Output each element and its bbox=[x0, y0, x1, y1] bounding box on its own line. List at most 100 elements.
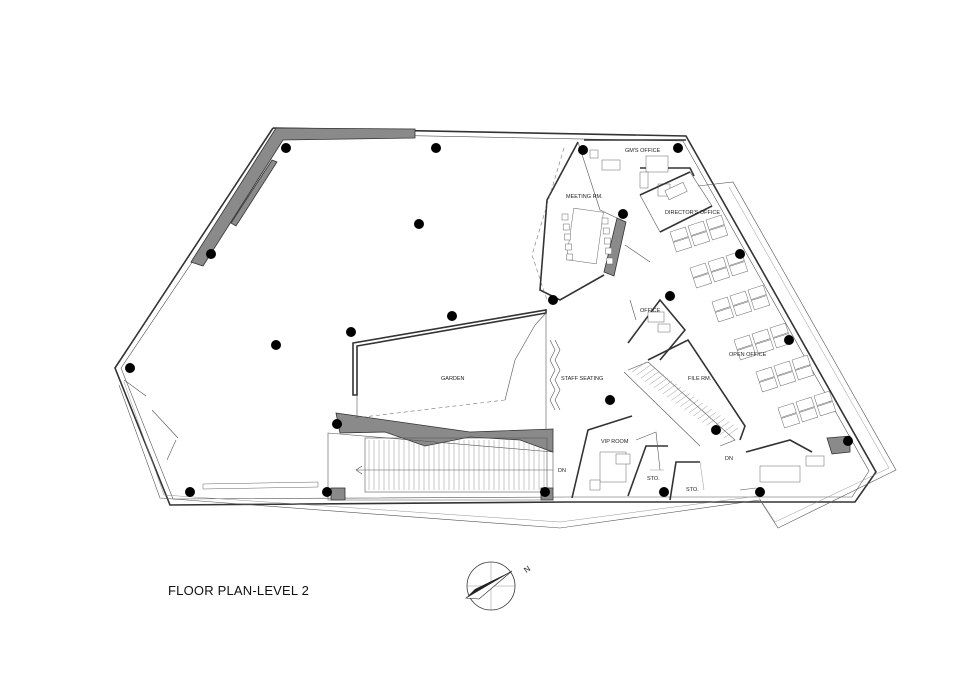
building-outline bbox=[114, 127, 897, 529]
column bbox=[346, 327, 356, 337]
label-vip-room: VIP ROOM bbox=[601, 439, 629, 445]
column bbox=[659, 487, 669, 497]
desk bbox=[795, 365, 815, 381]
column bbox=[578, 145, 588, 155]
drawing-title: FLOOR PLAN-LEVEL 2 bbox=[168, 583, 309, 598]
label-file-room: FILE RM. bbox=[688, 376, 712, 382]
lower-right-workstations bbox=[739, 439, 825, 491]
column bbox=[332, 419, 342, 429]
stair-tread bbox=[684, 399, 699, 410]
meeting-chair bbox=[605, 247, 612, 255]
stair-tread bbox=[649, 374, 664, 385]
desk bbox=[791, 354, 811, 370]
desk bbox=[715, 307, 735, 323]
meeting-chair bbox=[561, 213, 569, 221]
desk bbox=[759, 377, 779, 393]
label-gm-office: GM'S OFFICE bbox=[625, 148, 661, 154]
stair-tread bbox=[719, 424, 734, 436]
small-office-block bbox=[627, 298, 687, 361]
workstation bbox=[795, 396, 819, 423]
west-entrance bbox=[123, 379, 179, 461]
meeting-chair bbox=[601, 217, 609, 225]
stair-tread bbox=[723, 427, 739, 439]
label-office: OFFICE bbox=[640, 308, 660, 314]
desk bbox=[751, 328, 771, 344]
structural-columns bbox=[125, 143, 853, 497]
column bbox=[843, 436, 853, 446]
workstation bbox=[689, 262, 713, 289]
desk bbox=[773, 360, 793, 376]
workstation bbox=[687, 220, 711, 247]
stair-tread bbox=[631, 361, 647, 373]
label-storage-2: STO. bbox=[686, 487, 699, 493]
desk bbox=[733, 334, 753, 350]
column bbox=[540, 487, 550, 497]
meeting-chair bbox=[564, 233, 571, 241]
workstation bbox=[711, 296, 735, 323]
column bbox=[711, 425, 721, 435]
desk bbox=[689, 262, 709, 278]
desk bbox=[769, 322, 789, 338]
stair-tread bbox=[680, 396, 695, 407]
stair-tread bbox=[636, 364, 651, 376]
stair-tread bbox=[658, 380, 673, 392]
workstation bbox=[705, 214, 729, 241]
open-office-desks bbox=[669, 214, 837, 429]
column bbox=[414, 219, 424, 229]
desk bbox=[799, 407, 819, 423]
stair-tread bbox=[645, 371, 660, 382]
meeting-chair bbox=[602, 227, 610, 235]
column bbox=[618, 209, 628, 219]
workstation bbox=[729, 290, 753, 317]
column bbox=[673, 143, 683, 153]
stair-tread bbox=[697, 408, 712, 420]
workstation bbox=[733, 334, 757, 361]
stair-tread bbox=[675, 393, 690, 404]
stair-tread bbox=[662, 383, 677, 395]
label-directors-office: DIRECTOR'S OFFICE bbox=[665, 210, 720, 216]
meeting-chair bbox=[562, 223, 570, 231]
meeting-chair bbox=[606, 257, 614, 265]
vip-and-storage-block bbox=[571, 415, 705, 501]
label-staff-seating: STAFF SEATING bbox=[561, 376, 603, 382]
stair-tread bbox=[693, 405, 708, 417]
label-garden: GARDEN bbox=[441, 376, 465, 382]
meeting-chair bbox=[565, 243, 572, 251]
workstation bbox=[777, 402, 801, 429]
column bbox=[735, 249, 745, 259]
north-label: N bbox=[522, 564, 532, 575]
workstation bbox=[791, 354, 815, 381]
stair-tread bbox=[688, 402, 704, 414]
stair-tread bbox=[653, 377, 669, 388]
desk bbox=[691, 231, 711, 247]
south-wall-segments bbox=[202, 481, 319, 490]
meeting-chair bbox=[604, 237, 611, 245]
desk bbox=[711, 267, 731, 283]
label-meeting-room: MEETING RM. bbox=[566, 194, 603, 200]
column bbox=[185, 487, 195, 497]
label-stair-down-2: DN bbox=[725, 456, 733, 462]
staff-seating-zigzag bbox=[549, 339, 561, 411]
file-room-block bbox=[623, 338, 746, 447]
desk bbox=[777, 371, 797, 387]
stair-tread bbox=[701, 412, 717, 423]
column bbox=[665, 291, 675, 301]
workstation bbox=[751, 328, 775, 355]
column bbox=[548, 295, 558, 305]
desk bbox=[755, 366, 775, 382]
garden-area bbox=[352, 309, 547, 430]
desk bbox=[729, 290, 749, 306]
column bbox=[784, 335, 794, 345]
stair-tread bbox=[640, 368, 655, 379]
label-stair-down-1: DN bbox=[558, 468, 566, 474]
meeting-room-block bbox=[531, 141, 651, 301]
desk bbox=[813, 390, 833, 406]
label-storage-1: STO. bbox=[647, 476, 660, 482]
column bbox=[322, 487, 332, 497]
desk bbox=[795, 396, 815, 412]
column bbox=[431, 143, 441, 153]
desk bbox=[777, 402, 797, 418]
desk bbox=[705, 214, 725, 230]
workstation bbox=[755, 366, 779, 393]
